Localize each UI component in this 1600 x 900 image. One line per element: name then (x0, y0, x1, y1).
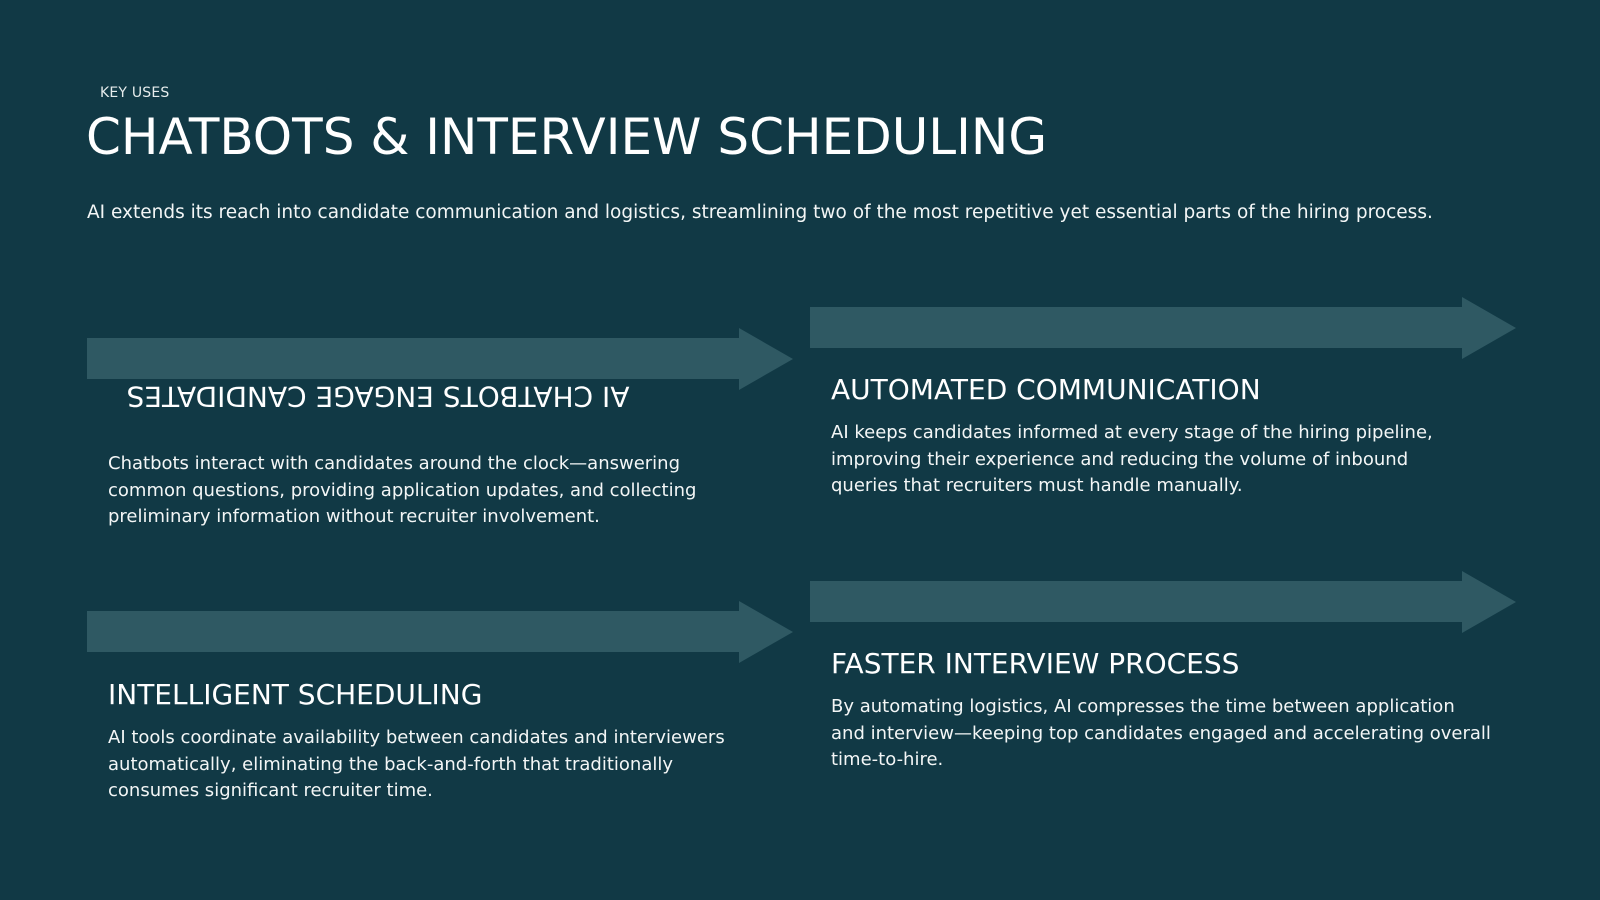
card-heading-interview: FASTER INTERVIEW PROCESS (831, 647, 1240, 680)
card-body-communication: AI keeps candidates informed at every st… (831, 422, 1433, 496)
page-subtitle: AI extends its reach into candidate comm… (87, 202, 1433, 223)
eyebrow-label: KEY USES (100, 85, 170, 101)
card-heading-scheduling: INTELLIGENT SCHEDULING (108, 678, 483, 711)
page-title: CHATBOTS & INTERVIEW SCHEDULING (86, 108, 1048, 166)
arrow-shape (87, 328, 793, 390)
card-heading-chatbots: AI CHATBOTS ENGAGE CANDIDATES (126, 380, 630, 413)
arrow-shape (810, 297, 1516, 359)
card-body-chatbots: Chatbots interact with candidates around… (108, 453, 697, 527)
card-body-interview: By automating logistics, AI compresses t… (831, 696, 1491, 770)
card-heading-communication: AUTOMATED COMMUNICATION (831, 373, 1261, 406)
card-body-scheduling: AI tools coordinate availability between… (108, 727, 725, 801)
arrow-shape (810, 571, 1516, 633)
arrow-shape (87, 601, 793, 663)
